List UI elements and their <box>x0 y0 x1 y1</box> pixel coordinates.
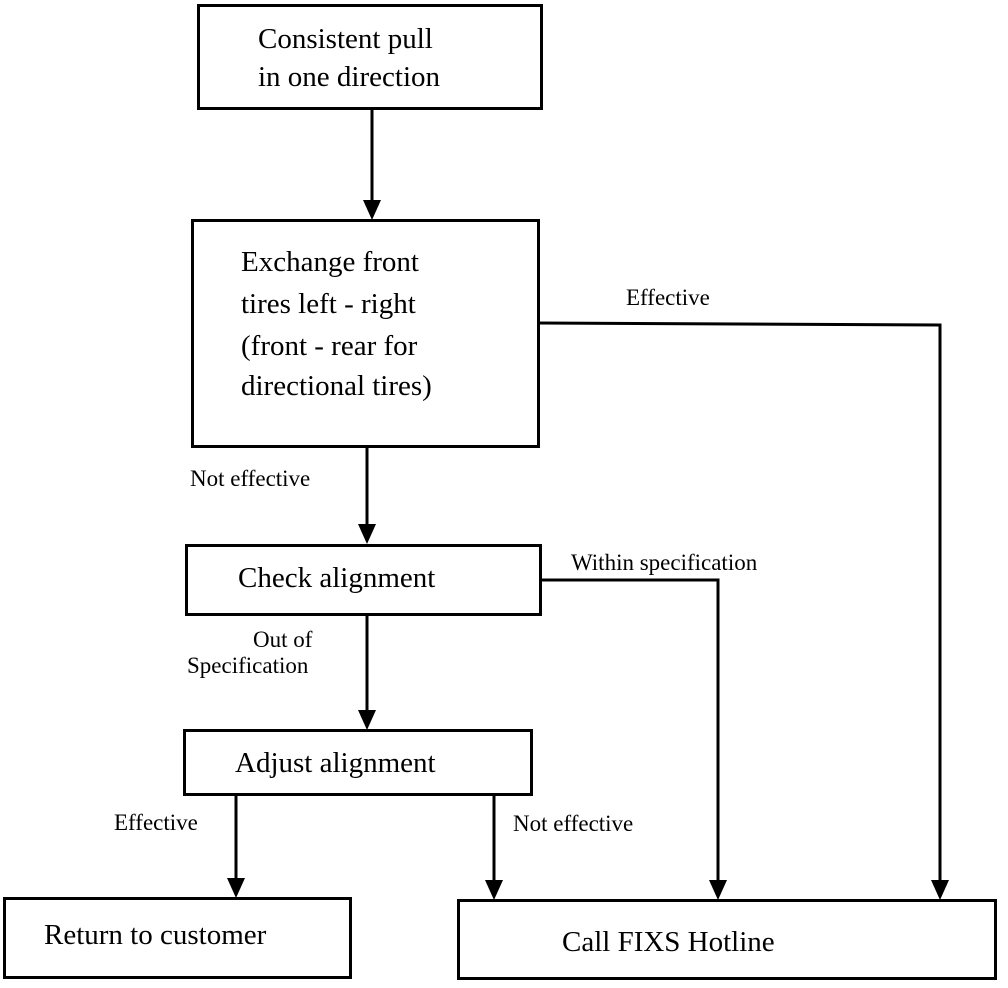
arrowhead-exchange <box>363 200 381 220</box>
node-exchange-line4: directional tires) <box>241 370 432 402</box>
node-exchange-line1: Exchange front <box>241 246 419 278</box>
node-exchange-line3: (front - rear for <box>241 330 418 362</box>
edge-label-check-out-of-spec-line1: Out of <box>253 627 313 652</box>
edge-label-exchange-effective: Effective <box>626 285 710 310</box>
node-return-to-customer: Return to customer <box>3 897 352 979</box>
node-adjust-alignment-label: Adjust alignment <box>235 747 436 779</box>
arrow-check-to-hotline <box>541 578 720 886</box>
arrowhead-hotline-c <box>931 880 949 900</box>
arrowhead-hotline-a <box>485 880 503 900</box>
arrowhead-adjust <box>358 710 376 730</box>
node-exchange-line2: tires left - right <box>241 288 416 320</box>
node-return-to-customer-label: Return to customer <box>44 919 267 951</box>
node-check-alignment: Check alignment <box>185 544 542 616</box>
node-adjust-alignment: Adjust alignment <box>183 729 533 796</box>
node-call-fixs-hotline-label: Call FIXS Hotline <box>562 926 775 958</box>
node-exchange-tires: Exchange front tires left - right (front… <box>191 219 540 448</box>
edge-label-adjust-not-effective: Not effective <box>513 811 634 836</box>
node-consistent-pull-line2: in one direction <box>258 61 441 93</box>
node-consistent-pull-line1: Consistent pull <box>258 23 433 55</box>
edge-label-adjust-effective: Effective <box>114 810 198 835</box>
edge-label-check-out-of-spec-line2: Specification <box>187 653 309 678</box>
edge-label-check-within-specification: Within specification <box>571 550 758 575</box>
node-consistent-pull: Consistent pull in one direction <box>197 4 543 110</box>
arrowhead-hotline-b <box>709 880 727 900</box>
node-check-alignment-label: Check alignment <box>238 562 436 594</box>
edge-label-exchange-not-effective: Not effective <box>190 466 311 491</box>
arrowhead-return <box>227 878 245 898</box>
arrow-exchange-to-hotline <box>537 321 942 886</box>
node-call-fixs-hotline: Call FIXS Hotline <box>457 899 997 980</box>
arrowhead-check <box>358 524 376 544</box>
